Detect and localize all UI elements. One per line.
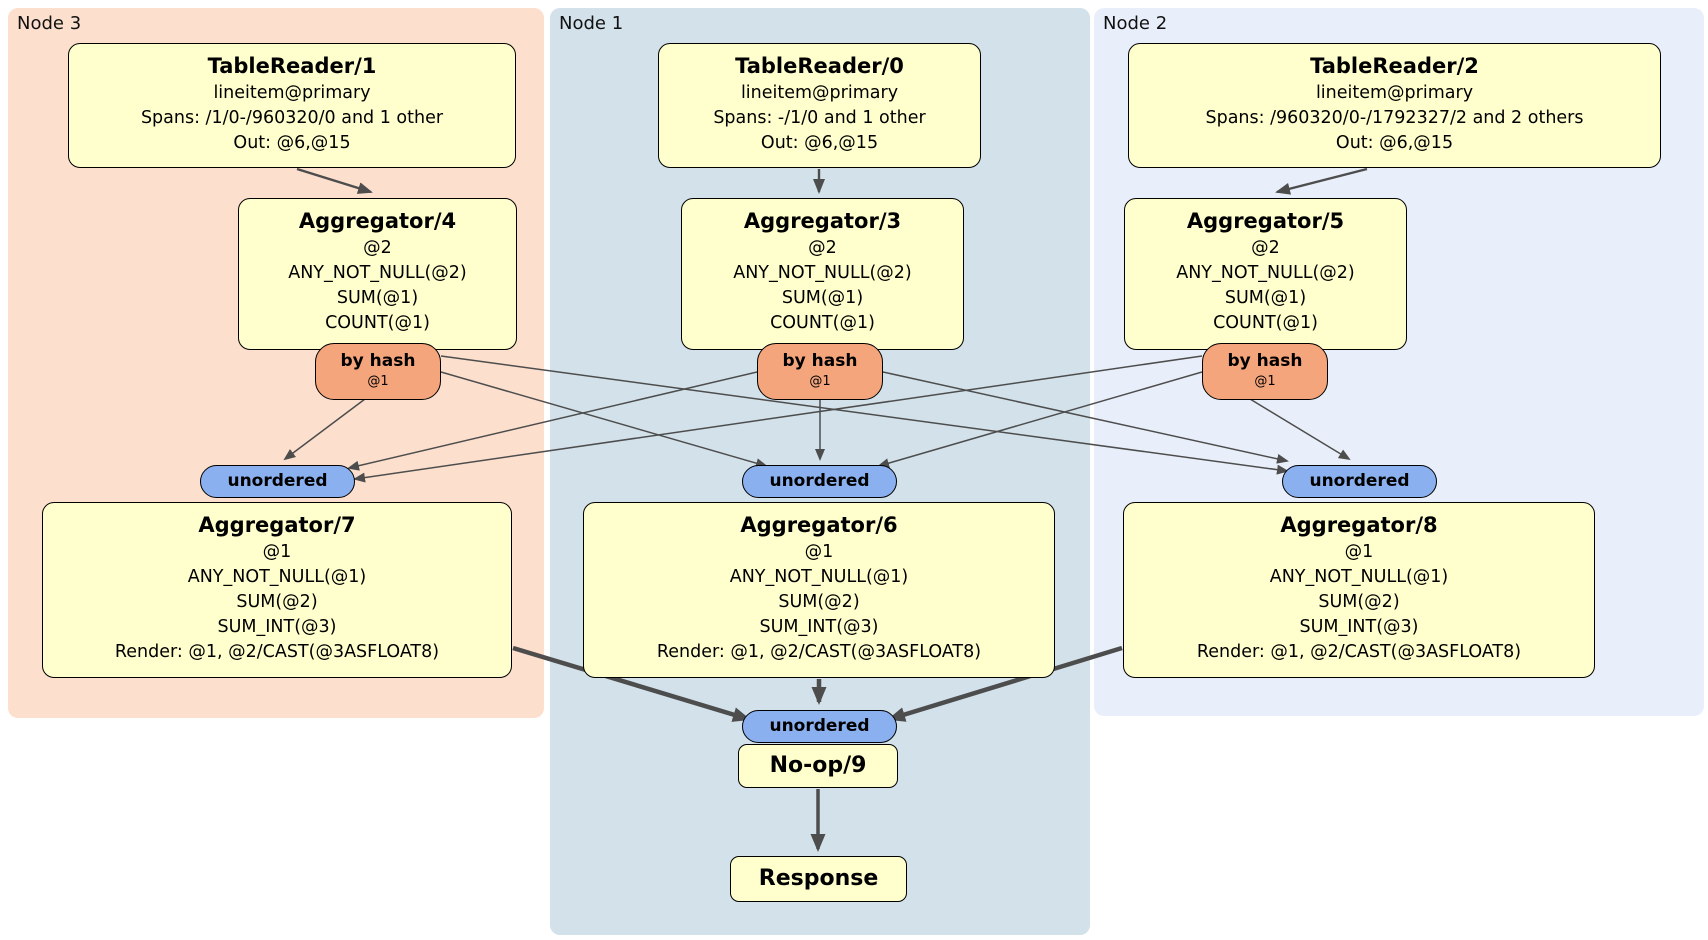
unordered-sync-node3: unordered — [200, 465, 355, 498]
processor-detail: Render: @1, @2/CAST(@3ASFLOAT8) — [114, 642, 440, 662]
processor-detail: @2 — [1251, 238, 1280, 258]
processor-detail: SUM(@2) — [778, 592, 860, 612]
processor-detail: SUM(@2) — [1318, 592, 1400, 612]
processor-detail: @1 — [1344, 542, 1374, 562]
router-label: by hash — [1227, 351, 1303, 371]
processor-detail: Out: @6,@15 — [233, 133, 351, 153]
processor-detail: COUNT(@1) — [770, 313, 875, 333]
processor-detail: Spans: /960320/0-/1792327/2 and 2 others — [1205, 108, 1584, 128]
processor-detail: COUNT(@1) — [1213, 313, 1318, 333]
router-detail: @1 — [1254, 374, 1276, 389]
aggregator-4-box: Aggregator/4 @2 ANY_NOT_NULL(@2) SUM(@1)… — [238, 198, 517, 350]
unordered-sync-final: unordered — [742, 710, 897, 743]
processor-detail: ANY_NOT_NULL(@2) — [288, 263, 467, 283]
processor-title: TableReader/1 — [207, 54, 377, 78]
unordered-sync-node1: unordered — [742, 465, 897, 498]
processor-title: Aggregator/4 — [298, 209, 457, 233]
processor-detail: Spans: /1/0-/960320/0 and 1 other — [140, 108, 444, 128]
processor-title: Aggregator/5 — [1186, 209, 1345, 233]
processor-detail: SUM(@1) — [781, 288, 864, 308]
processor-title: TableReader/0 — [735, 54, 904, 78]
router-detail: @1 — [809, 374, 831, 389]
processor-detail: SUM_INT(@3) — [1299, 617, 1419, 637]
processor-detail: ANY_NOT_NULL(@1) — [729, 567, 909, 587]
aggregator-6-box: Aggregator/6 @1 ANY_NOT_NULL(@1) SUM(@2)… — [583, 502, 1055, 678]
processor-detail: ANY_NOT_NULL(@2) — [733, 263, 912, 283]
processor-detail: SUM_INT(@3) — [217, 617, 337, 637]
tablereader-0-box: TableReader/0 lineitem@primary Spans: -/… — [658, 43, 981, 168]
processor-detail: @2 — [363, 238, 392, 258]
processor-title: Aggregator/6 — [740, 513, 898, 537]
processor-detail: Out: @6,@15 — [1335, 133, 1454, 153]
by-hash-router-node3: by hash @1 — [315, 343, 441, 400]
processor-title: Aggregator/3 — [743, 209, 902, 233]
processor-detail: @2 — [808, 238, 837, 258]
by-hash-router-node1: by hash @1 — [757, 343, 883, 400]
processor-detail: Render: @1, @2/CAST(@3ASFLOAT8) — [1196, 642, 1522, 662]
router-label: by hash — [782, 351, 858, 371]
processor-detail: lineitem@primary — [740, 83, 899, 103]
processor-detail: SUM(@1) — [1224, 288, 1307, 308]
by-hash-router-node2: by hash @1 — [1202, 343, 1328, 400]
processor-title: Aggregator/7 — [198, 513, 356, 537]
noop-9-box: No-op/9 — [738, 744, 898, 788]
processor-detail: COUNT(@1) — [325, 313, 430, 333]
aggregator-5-box: Aggregator/5 @2 ANY_NOT_NULL(@2) SUM(@1)… — [1124, 198, 1407, 350]
processor-detail: lineitem@primary — [1315, 83, 1474, 103]
processor-detail: SUM_INT(@3) — [759, 617, 879, 637]
processor-detail: ANY_NOT_NULL(@1) — [1269, 567, 1449, 587]
aggregator-8-box: Aggregator/8 @1 ANY_NOT_NULL(@1) SUM(@2)… — [1123, 502, 1595, 678]
processor-detail: SUM(@1) — [336, 288, 419, 308]
node-1-label: Node 1 — [559, 13, 624, 34]
processor-detail: @1 — [262, 542, 292, 562]
node-2-label: Node 2 — [1103, 13, 1168, 34]
aggregator-3-box: Aggregator/3 @2 ANY_NOT_NULL(@2) SUM(@1)… — [681, 198, 964, 350]
processor-detail: lineitem@primary — [213, 83, 371, 103]
tablereader-1-box: TableReader/1 lineitem@primary Spans: /1… — [68, 43, 516, 168]
processor-detail: ANY_NOT_NULL(@2) — [1176, 263, 1355, 283]
router-label: by hash — [340, 351, 416, 371]
router-detail: @1 — [367, 374, 389, 389]
processor-detail: ANY_NOT_NULL(@1) — [187, 567, 367, 587]
node-3-label: Node 3 — [17, 13, 82, 34]
processor-title: Aggregator/8 — [1280, 513, 1438, 537]
aggregator-7-box: Aggregator/7 @1 ANY_NOT_NULL(@1) SUM(@2)… — [42, 502, 512, 678]
processor-detail: @1 — [804, 542, 834, 562]
response-box: Response — [730, 856, 907, 902]
processor-detail: Render: @1, @2/CAST(@3ASFLOAT8) — [656, 642, 982, 662]
unordered-sync-node2: unordered — [1282, 465, 1437, 498]
processor-detail: Spans: -/1/0 and 1 other — [713, 108, 926, 128]
processor-title: TableReader/2 — [1310, 54, 1479, 78]
processor-detail: Out: @6,@15 — [760, 133, 879, 153]
processor-detail: SUM(@2) — [236, 592, 318, 612]
tablereader-2-box: TableReader/2 lineitem@primary Spans: /9… — [1128, 43, 1661, 168]
